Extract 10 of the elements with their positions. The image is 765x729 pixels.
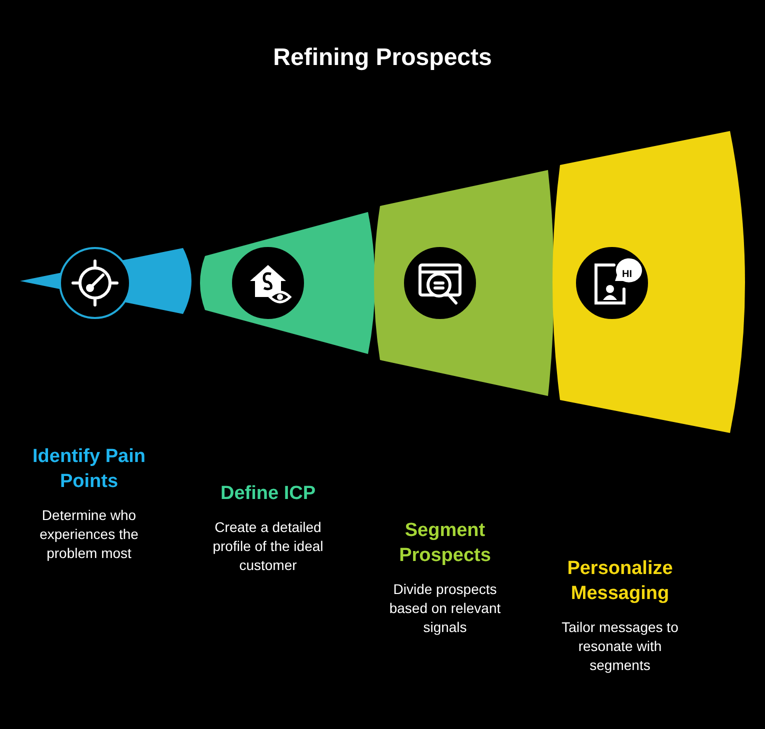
step-description: Tailor messages to resonate with segments: [560, 618, 680, 675]
step-description: Divide prospects based on relevant signals: [388, 580, 502, 637]
title: Refining Prospects: [273, 44, 492, 72]
step-heading: Identify Pain Points: [32, 445, 146, 494]
step-description: Determine who experiences the problem most: [38, 506, 140, 563]
step-heading: Define ICP: [220, 482, 316, 506]
step-heading: Segment Prospects: [398, 519, 492, 568]
step-description: Create a detailed profile of the ideal customer: [212, 518, 324, 575]
step-heading: Personalize Messaging: [566, 557, 674, 606]
bubble-text: HI: [622, 269, 632, 280]
